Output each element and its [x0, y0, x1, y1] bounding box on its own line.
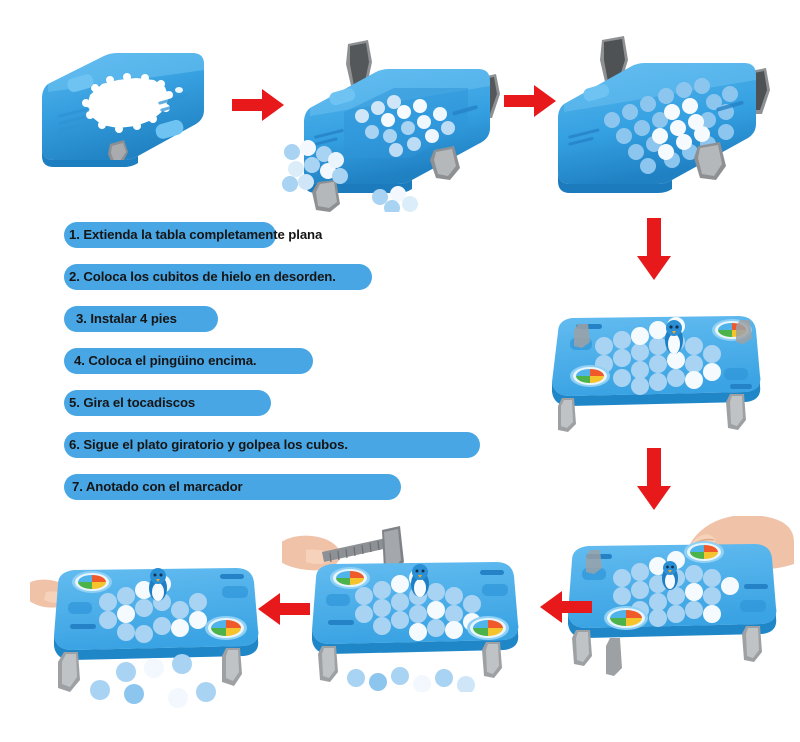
step-highlight-bar: [64, 306, 218, 332]
spinner-dial-left: [72, 571, 112, 593]
spinner-dial-left: [330, 567, 370, 589]
panel-table-spinner: [548, 516, 794, 676]
step-label: 3. Instalar 4 pies: [76, 311, 177, 326]
panel-table-result: [30, 544, 280, 712]
penguin-figure: [149, 568, 167, 601]
penguin-figure: [411, 564, 429, 597]
step-highlight-bar: [64, 390, 271, 416]
arrow-right-1: [232, 88, 284, 122]
spinner-dial-bottom: [604, 606, 648, 630]
step-label: 7. Anotado con el marcador: [72, 479, 243, 494]
step-highlight-bar: [64, 474, 401, 500]
arrow-right-2: [504, 84, 556, 118]
panel-frame-filled: [540, 34, 770, 194]
arrow-left-1: [540, 590, 592, 624]
step-highlight-bar: [64, 222, 276, 248]
panel-frame-empty: [32, 40, 214, 175]
spinner-dial-right: [467, 616, 509, 640]
step-label: 2. Coloca los cubitos de hielo en desord…: [69, 269, 336, 284]
arrow-left-2: [258, 592, 310, 626]
step-highlight-bar: [64, 264, 372, 290]
step-label: 1. Extienda la tabla completamente plana: [69, 227, 323, 242]
penguin-figure: [662, 561, 678, 590]
list-item: 6. Sigue el plato giratorio y golpea los…: [56, 432, 486, 463]
arrow-down-1: [636, 218, 672, 280]
panel-table-penguin: [534, 302, 774, 434]
panel-frame-legs-cubes: [282, 32, 504, 212]
step-highlight-bar: [64, 348, 313, 374]
hammer-tool: [322, 526, 404, 574]
list-item: 4. Coloca el pingüino encima.: [56, 348, 486, 379]
list-item: 7. Anotado con el marcador: [56, 474, 486, 505]
step-highlight-bar: [64, 432, 480, 458]
spinner-dial-left: [570, 365, 610, 387]
instruction-step-list: 1. Extienda la tabla completamente plana…: [56, 222, 486, 516]
list-item: 5. Gira el tocadiscos: [56, 390, 486, 421]
step-label: 4. Coloca el pingüino encima.: [74, 353, 257, 368]
step-label: 6. Sigue el plato giratorio y golpea los…: [69, 437, 348, 452]
list-item: 2. Coloca los cubitos de hielo en desord…: [56, 264, 486, 295]
panel-table-hammer: [282, 522, 532, 692]
list-item: 3. Instalar 4 pies: [56, 306, 486, 337]
list-item: 1. Extienda la tabla completamente plana: [56, 222, 486, 253]
step-label: 5. Gira el tocadiscos: [69, 395, 196, 410]
spinner-dial-right: [205, 616, 247, 640]
penguin-figure: [665, 320, 683, 354]
spinner-dial-top: [684, 541, 724, 563]
arrow-down-2: [636, 448, 672, 510]
